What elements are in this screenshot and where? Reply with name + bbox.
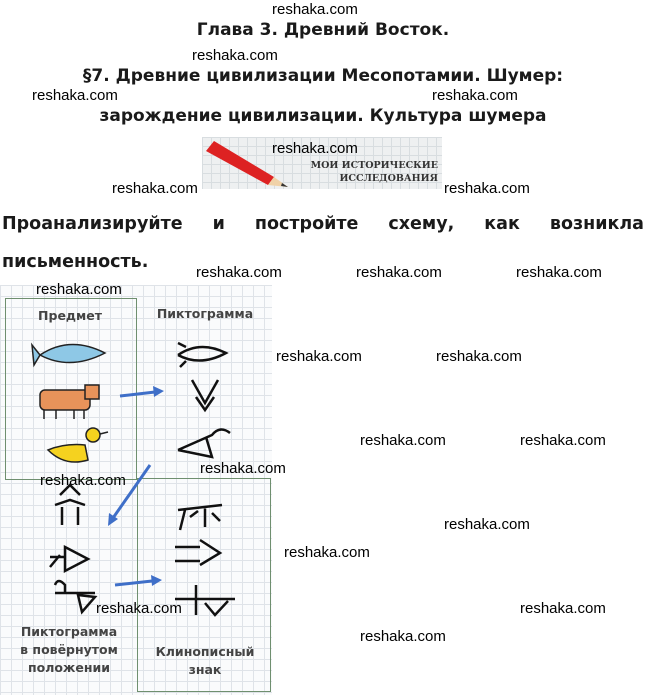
chapter-title: Глава 3. Древний Восток.: [196, 20, 450, 40]
cuneiform-label: Клинописный знак: [140, 643, 270, 679]
watermark: reshaka.com: [276, 348, 362, 365]
arrow-pictogram-to-rotated: [111, 464, 152, 519]
rotated-label-line1: Пиктограмма: [20, 624, 118, 639]
watermark: reshaka.com: [520, 432, 606, 449]
watermark: reshaka.com: [516, 264, 602, 281]
watermark: reshaka.com: [272, 140, 358, 157]
watermark: reshaka.com: [196, 264, 282, 281]
pictogram-label: Пиктограмма: [156, 306, 254, 321]
banner-text: МОИ ИСТОРИЧЕСКИЕ ИССЛЕДОВАНИЯ: [290, 159, 438, 185]
task-line2: письменность.: [2, 252, 149, 272]
fish-cuneiform: [177, 503, 223, 531]
arrows: [108, 386, 164, 587]
watermark: reshaka.com: [272, 1, 358, 18]
object-box: [5, 298, 137, 480]
watermark: reshaka.com: [444, 180, 530, 197]
watermark: reshaka.com: [436, 348, 522, 365]
rotated-fish-pictogram: [54, 483, 86, 525]
watermark: reshaka.com: [444, 516, 530, 533]
writing-origin-diagram: Предмет Пиктограмма Пиктограмма в повёрн…: [0, 285, 272, 695]
watermark: reshaka.com: [36, 281, 122, 298]
arrow-head: [151, 575, 162, 586]
section-title-line1: §7. Древние цивилизации Месопотамии. Шум…: [82, 66, 564, 86]
duck-image: [46, 427, 109, 463]
watermark: reshaka.com: [112, 180, 198, 197]
watermark: reshaka.com: [520, 600, 606, 617]
rotated-label: Пиктограмма в повёрнутом положении: [4, 623, 134, 677]
arrow-head: [108, 513, 118, 526]
watermark: reshaka.com: [40, 472, 126, 489]
watermark: reshaka.com: [200, 460, 286, 477]
watermark: reshaka.com: [360, 432, 446, 449]
watermark: reshaka.com: [360, 628, 446, 645]
arrow-head: [153, 386, 164, 397]
arrow-rotated-to-cuneiform: [114, 579, 153, 587]
watermark: reshaka.com: [192, 47, 278, 64]
object-label: Предмет: [38, 308, 102, 323]
watermark: reshaka.com: [284, 544, 370, 561]
pictograms: [49, 341, 235, 617]
bull-image: [39, 384, 100, 419]
bull-pictogram: [190, 379, 220, 413]
diagram-graphics: [31, 341, 235, 617]
watermark: reshaka.com: [96, 600, 182, 617]
bird-cuneiform: [175, 585, 235, 617]
rotated-bull-pictogram: [49, 544, 91, 574]
bull-cuneiform: [175, 538, 223, 567]
banner-line2: ИССЛЕДОВАНИЯ: [339, 173, 438, 184]
banner-line1: МОИ ИСТОРИЧЕСКИЕ: [310, 160, 438, 171]
rotated-label-line3: положении: [27, 660, 111, 675]
cuneiform-box: [137, 478, 271, 692]
cuneiform-label-line2: знак: [188, 662, 222, 677]
rotated-label-line2: в повёрнутом: [20, 642, 118, 657]
cuneiform-label-line1: Клинописный: [155, 644, 255, 659]
research-banner: МОИ ИСТОРИЧЕСКИЕ ИССЛЕДОВАНИЯ: [202, 137, 442, 189]
watermark: reshaka.com: [356, 264, 442, 281]
fish-image: [31, 342, 107, 368]
watermark: reshaka.com: [432, 87, 518, 104]
fish-pictogram: [177, 341, 229, 368]
bird-pictogram: [177, 428, 231, 459]
watermark: reshaka.com: [32, 87, 118, 104]
pencil-icon: [206, 141, 288, 187]
section-title-line2: зарождение цивилизации. Культура шумера: [99, 106, 547, 126]
rotated-bird-pictogram: [53, 579, 98, 615]
arrow-object-to-pictogram: [119, 390, 156, 398]
task-line1: Проанализируйте и постройте схему, как в…: [2, 214, 644, 234]
